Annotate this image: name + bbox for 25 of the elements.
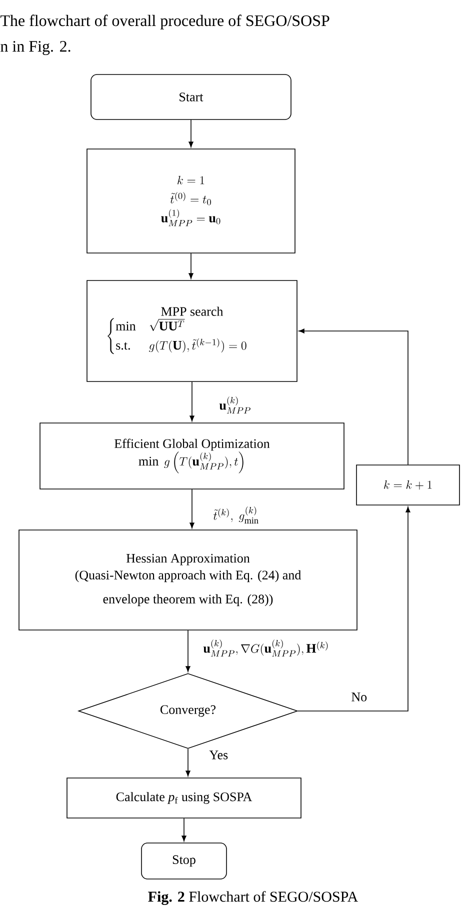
arrow <box>190 489 194 528</box>
terminal-box: Stop <box>141 842 227 880</box>
arrow <box>188 120 194 148</box>
edge-label: No <box>352 692 367 702</box>
process-box: MPP search $\begin{cases}\min & \sqrt{\mathbf{U}\mathbf{U}^{T}}\\ \text{s.t.} & g(T(\mathbf{U}),\tilde{t}^{(k-1)})=0\end{cases}$ <box>86 280 298 382</box>
body-text: n in Fig. 2. <box>0 41 70 56</box>
arrow <box>186 748 190 776</box>
edge-label: $\mathbf{u}_{MPP}^{(k)},\nabla G(\mathbf{u}_{MPP}^{(k)}),\mathbf{H}^{(k)}$ <box>203 639 328 657</box>
arrow <box>186 630 190 672</box>
edge-label: $\tilde{t}^{(k)},\ g_{\min}^{(k)}$ <box>213 506 258 524</box>
body-text: The flowchart of overall procedure of SEGO/SOSP <box>0 14 330 30</box>
edge-label: $\mathbf{u}_{MPP}^{(k)}$ <box>219 396 250 414</box>
edge-label: Yes <box>209 750 228 760</box>
process-box: Efficient Global Optimization $\min\ g\left(T(\mathbf{u}_{MPP}^{(k)}),t\right)$ <box>40 422 344 490</box>
process-box: $k=1$ $\tilde{t}^{(0)}=t_0$ $\mathbf{u}_{MPP}^{(1)}=\mathbf{u}_0$ <box>86 148 296 254</box>
terminal-box: Start <box>90 74 292 120</box>
process-box: $k=k+1$ <box>356 464 460 506</box>
process-box: Hessian Approximation (Quasi-Newton approach with Eq. (24) and envelope theorem with Eq. (28)) <box>18 530 358 630</box>
process-box: Calculate p$_{f}$ using SOSPA <box>66 778 302 818</box>
arrow <box>298 506 410 712</box>
arrow <box>298 328 408 465</box>
caption: Fig. 2 Flowchart of SEGO/SOSPA <box>148 891 358 905</box>
arrow <box>182 818 186 842</box>
arrow <box>190 382 194 422</box>
arrow <box>188 253 194 279</box>
